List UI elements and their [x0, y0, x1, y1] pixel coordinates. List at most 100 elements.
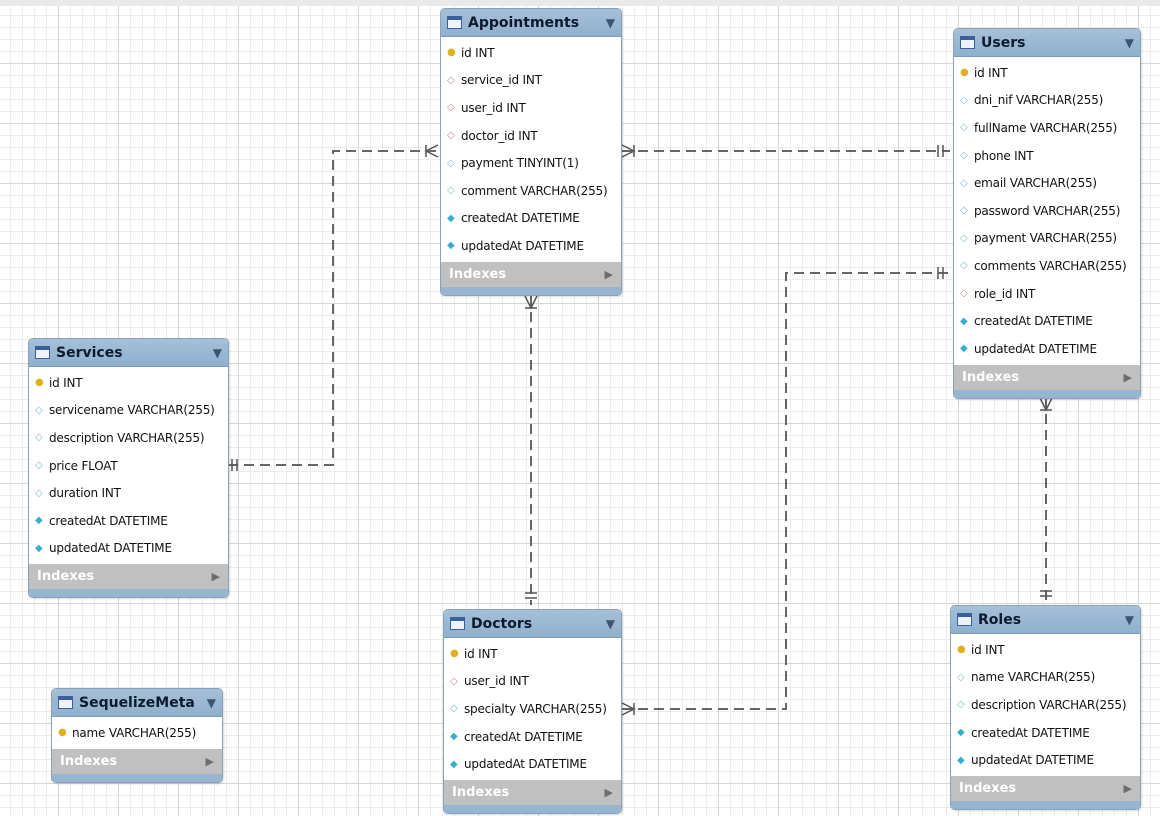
collapse-caret-icon[interactable]: ▼ [1124, 35, 1134, 50]
column-label: id INT [971, 642, 1005, 657]
table-column-row[interactable]: ◇duration INT [29, 479, 228, 507]
table-column-row[interactable]: ◇servicename VARCHAR(255) [29, 397, 228, 425]
column-label: servicename VARCHAR(255) [49, 403, 215, 418]
table-users[interactable]: Users ▼ ●id INT◇dni_nif VARCHAR(255)◇ful… [953, 28, 1141, 399]
table-column-row[interactable]: ◇description VARCHAR(255) [29, 424, 228, 452]
table-icon [58, 696, 73, 709]
indexes-section[interactable]: Indexes ▶ [444, 779, 621, 805]
table-icon [957, 613, 972, 626]
not-null-column-icon: ◆ [450, 731, 458, 743]
table-header[interactable]: Appointments ▼ [441, 9, 621, 37]
table-column-row[interactable]: ◆createdAt DATETIME [444, 723, 621, 751]
table-column-row[interactable]: ◆updatedAt DATETIME [954, 335, 1140, 363]
column-label: password VARCHAR(255) [974, 203, 1121, 218]
table-column-row[interactable]: ◇phone INT [954, 142, 1140, 170]
collapse-caret-icon[interactable]: ▼ [1124, 612, 1134, 627]
table-column-row[interactable]: ◆createdAt DATETIME [954, 307, 1140, 335]
table-services[interactable]: Services ▼ ●id INT◇servicename VARCHAR(2… [28, 338, 229, 599]
column-label: comment VARCHAR(255) [461, 183, 608, 198]
table-appointments[interactable]: Appointments ▼ ●id INT◇service_id INT◇us… [440, 8, 622, 296]
table-title: Services [56, 344, 123, 361]
table-column-row[interactable]: ◇role_id INT [954, 280, 1140, 308]
table-icon [450, 617, 465, 630]
table-column-row[interactable]: ◇dni_nif VARCHAR(255) [954, 87, 1140, 115]
indexes-section[interactable]: Indexes ▶ [441, 261, 621, 287]
table-column-row[interactable]: ●name VARCHAR(255) [52, 719, 222, 747]
table-doctors[interactable]: Doctors ▼ ●id INT◇user_id INT◇specialty … [443, 609, 622, 814]
collapse-caret-icon[interactable]: ▼ [212, 345, 222, 360]
column-label: comments VARCHAR(255) [974, 258, 1127, 273]
table-column-row[interactable]: ◇name VARCHAR(255) [951, 664, 1140, 692]
table-header[interactable]: Roles ▼ [951, 606, 1140, 634]
table-header[interactable]: Services ▼ [29, 339, 228, 367]
expand-arrow-icon[interactable]: ▶ [1123, 370, 1132, 384]
table-header[interactable]: Doctors ▼ [444, 610, 621, 638]
table-column-row[interactable]: ◇payment VARCHAR(255) [954, 225, 1140, 253]
not-null-column-icon: ◆ [35, 515, 43, 527]
expand-arrow-icon[interactable]: ▶ [604, 267, 613, 281]
table-column-row[interactable]: ◇user_id INT [444, 668, 621, 696]
table-header[interactable]: SequelizeMeta ▼ [52, 689, 222, 717]
table-column-row[interactable]: ◇price FLOAT [29, 452, 228, 480]
table-roles[interactable]: Roles ▼ ●id INT◇name VARCHAR(255)◇descri… [950, 605, 1141, 810]
expand-arrow-icon[interactable]: ▶ [205, 754, 214, 768]
table-title: SequelizeMeta [79, 694, 195, 711]
expand-arrow-icon[interactable]: ▶ [211, 570, 220, 584]
column-label: phone INT [974, 148, 1034, 163]
table-column-row[interactable]: ◇ password VARCHAR(255) [954, 197, 1140, 225]
indexes-section[interactable]: Indexes ▶ [52, 748, 222, 774]
table-icon [35, 346, 50, 359]
expand-arrow-icon[interactable]: ▶ [1123, 781, 1132, 795]
table-column-row[interactable]: ◇doctor_id INT [441, 122, 621, 150]
table-column-row[interactable]: ◇service_id INT [441, 67, 621, 95]
table-header[interactable]: Users ▼ [954, 29, 1140, 57]
table-column-row[interactable]: ◇user_id INT [441, 94, 621, 122]
indexes-label: Indexes [962, 369, 1020, 385]
table-column-row[interactable]: ◇specialty VARCHAR(255) [444, 695, 621, 723]
table-column-row[interactable]: ●id INT [954, 59, 1140, 87]
table-column-row[interactable]: ◆createdAt DATETIME [951, 719, 1140, 747]
table-column-row[interactable]: ◆ createdAt DATETIME [29, 507, 228, 535]
nullable-column-icon: ◇ [960, 232, 968, 244]
table-column-row[interactable]: ◇payment TINYINT(1) [441, 149, 621, 177]
table-column-row[interactable]: ●id INT [441, 39, 621, 67]
table-icon [960, 36, 975, 49]
table-column-row[interactable]: ◇ comments VARCHAR(255) [954, 252, 1140, 280]
column-label: id INT [49, 375, 83, 390]
indexes-label: Indexes [959, 780, 1017, 796]
table-column-row[interactable]: ◇fullName VARCHAR(255) [954, 114, 1140, 142]
column-label: createdAt DATETIME [461, 211, 580, 226]
column-label: createdAt DATETIME [49, 513, 168, 528]
table-column-row[interactable]: ◇description VARCHAR(255) [951, 691, 1140, 719]
collapse-caret-icon[interactable]: ▼ [206, 695, 216, 710]
table-column-row[interactable]: ◇comment VARCHAR(255) [441, 177, 621, 205]
table-column-row[interactable]: ◆updatedAt DATETIME [444, 750, 621, 778]
table-title: Users [981, 34, 1026, 51]
table-column-row[interactable]: ◆updatedAt DATETIME [29, 535, 228, 563]
indexes-section[interactable]: Indexes ▶ [954, 364, 1140, 390]
table-column-row[interactable]: ●id INT [29, 369, 228, 397]
expand-arrow-icon[interactable]: ▶ [604, 785, 613, 799]
not-null-column-icon: ◆ [447, 240, 455, 252]
collapse-caret-icon[interactable]: ▼ [605, 616, 615, 631]
column-label: id INT [974, 65, 1008, 80]
column-label: user_id INT [461, 100, 526, 115]
primary-key-icon: ● [58, 727, 67, 739]
table-sequelizemeta[interactable]: SequelizeMeta ▼ ●name VARCHAR(255) Index… [51, 688, 223, 783]
table-column-row[interactable]: ●id INT [951, 636, 1140, 664]
table-column-row[interactable]: ◇email VARCHAR(255) [954, 169, 1140, 197]
nullable-column-icon: ◇ [960, 205, 968, 217]
indexes-section[interactable]: Indexes ▶ [29, 564, 228, 590]
indexes-label: Indexes [449, 266, 507, 282]
primary-key-icon: ● [447, 47, 456, 59]
indexes-section[interactable]: Indexes ▶ [951, 775, 1140, 801]
table-column-row[interactable]: ●id INT [444, 640, 621, 668]
nullable-column-icon: ◇ [960, 260, 968, 272]
nullable-column-icon: ◇ [957, 671, 965, 683]
table-column-row[interactable]: ◆updatedAt DATETIME [441, 232, 621, 260]
collapse-caret-icon[interactable]: ▼ [605, 15, 615, 30]
column-label: price FLOAT [49, 458, 118, 473]
table-column-row[interactable]: ◆createdAt DATETIME [441, 205, 621, 233]
table-column-row[interactable]: ◆updatedAt DATETIME [951, 746, 1140, 774]
column-label: updatedAt DATETIME [971, 753, 1094, 768]
